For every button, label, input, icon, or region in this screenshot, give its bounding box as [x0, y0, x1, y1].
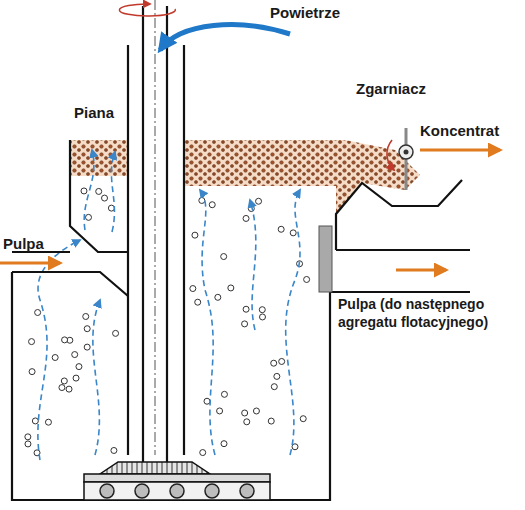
bubble [300, 416, 306, 422]
bubble [244, 419, 250, 425]
bubble [279, 358, 285, 364]
bubble [62, 337, 68, 343]
bubble [221, 254, 227, 260]
tailings-arrow [396, 269, 446, 272]
bubble [221, 441, 227, 447]
bubble [25, 434, 31, 440]
bubble [259, 314, 265, 320]
bubble [66, 386, 72, 392]
bubble [195, 299, 201, 305]
bubble [278, 226, 284, 232]
bubble [61, 378, 67, 384]
bubble [253, 408, 259, 414]
concentrate-label: Koncentrat [420, 122, 499, 141]
bubble [242, 321, 248, 327]
air-arrow [160, 25, 290, 50]
bubble [29, 369, 35, 375]
froth-label: Piana [74, 104, 114, 123]
bubble [52, 355, 58, 361]
bubble [29, 339, 35, 345]
stator-rollers [100, 484, 254, 498]
bubble [271, 384, 277, 390]
concentrate-arrow [420, 149, 500, 152]
froth-left [71, 140, 127, 176]
bubble [190, 286, 196, 292]
bubble [76, 364, 82, 370]
scraper-hub [399, 145, 413, 159]
stator-plate [84, 474, 270, 482]
bubble [102, 195, 108, 201]
bubble [59, 385, 65, 391]
bubble [221, 391, 227, 397]
scraper-label: Zgarniacz [356, 80, 426, 99]
bubble [242, 410, 248, 416]
bubble [108, 205, 114, 211]
froth-right [184, 140, 420, 214]
bubble [81, 188, 87, 194]
impeller [100, 462, 210, 474]
bubble [113, 330, 119, 336]
bubble [192, 232, 198, 238]
bubble [73, 375, 79, 381]
bubble [96, 188, 102, 194]
bubble [200, 450, 206, 456]
bubble [209, 202, 215, 208]
bubble [72, 352, 78, 358]
bubble [45, 419, 51, 425]
scraper-rotation [387, 140, 394, 170]
axis-line [155, 0, 156, 455]
bubble [228, 285, 234, 291]
rotation-arrow [119, 4, 175, 16]
bubble [204, 398, 210, 404]
bubble [84, 344, 90, 350]
bubble [304, 276, 310, 282]
flow-arrows [38, 150, 300, 460]
bubble [256, 198, 262, 204]
bubble [243, 215, 249, 221]
level-sensor [319, 226, 332, 292]
feed-label: Pulpa [3, 235, 44, 254]
bubble [86, 214, 92, 220]
bubble [111, 447, 117, 453]
bubble [35, 310, 41, 316]
bubble [271, 360, 277, 366]
bubble [84, 326, 90, 332]
bubble [215, 294, 221, 300]
air-label: Powietrze [270, 4, 340, 23]
bubble [83, 313, 89, 319]
feed-arrow [0, 262, 60, 265]
bubble [274, 373, 280, 379]
bubble [32, 418, 38, 424]
bubble [259, 307, 265, 313]
bubble [243, 306, 249, 312]
bubble [199, 197, 205, 203]
scraper-axle [404, 150, 409, 155]
bubble [217, 408, 223, 414]
tailings-label: Pulpa (do następnego agregatu flotacyjne… [338, 296, 520, 331]
bubble [290, 230, 296, 236]
bubble [25, 441, 31, 447]
tank-walls [12, 6, 470, 500]
stator-base [84, 482, 270, 500]
bubble [268, 418, 274, 424]
